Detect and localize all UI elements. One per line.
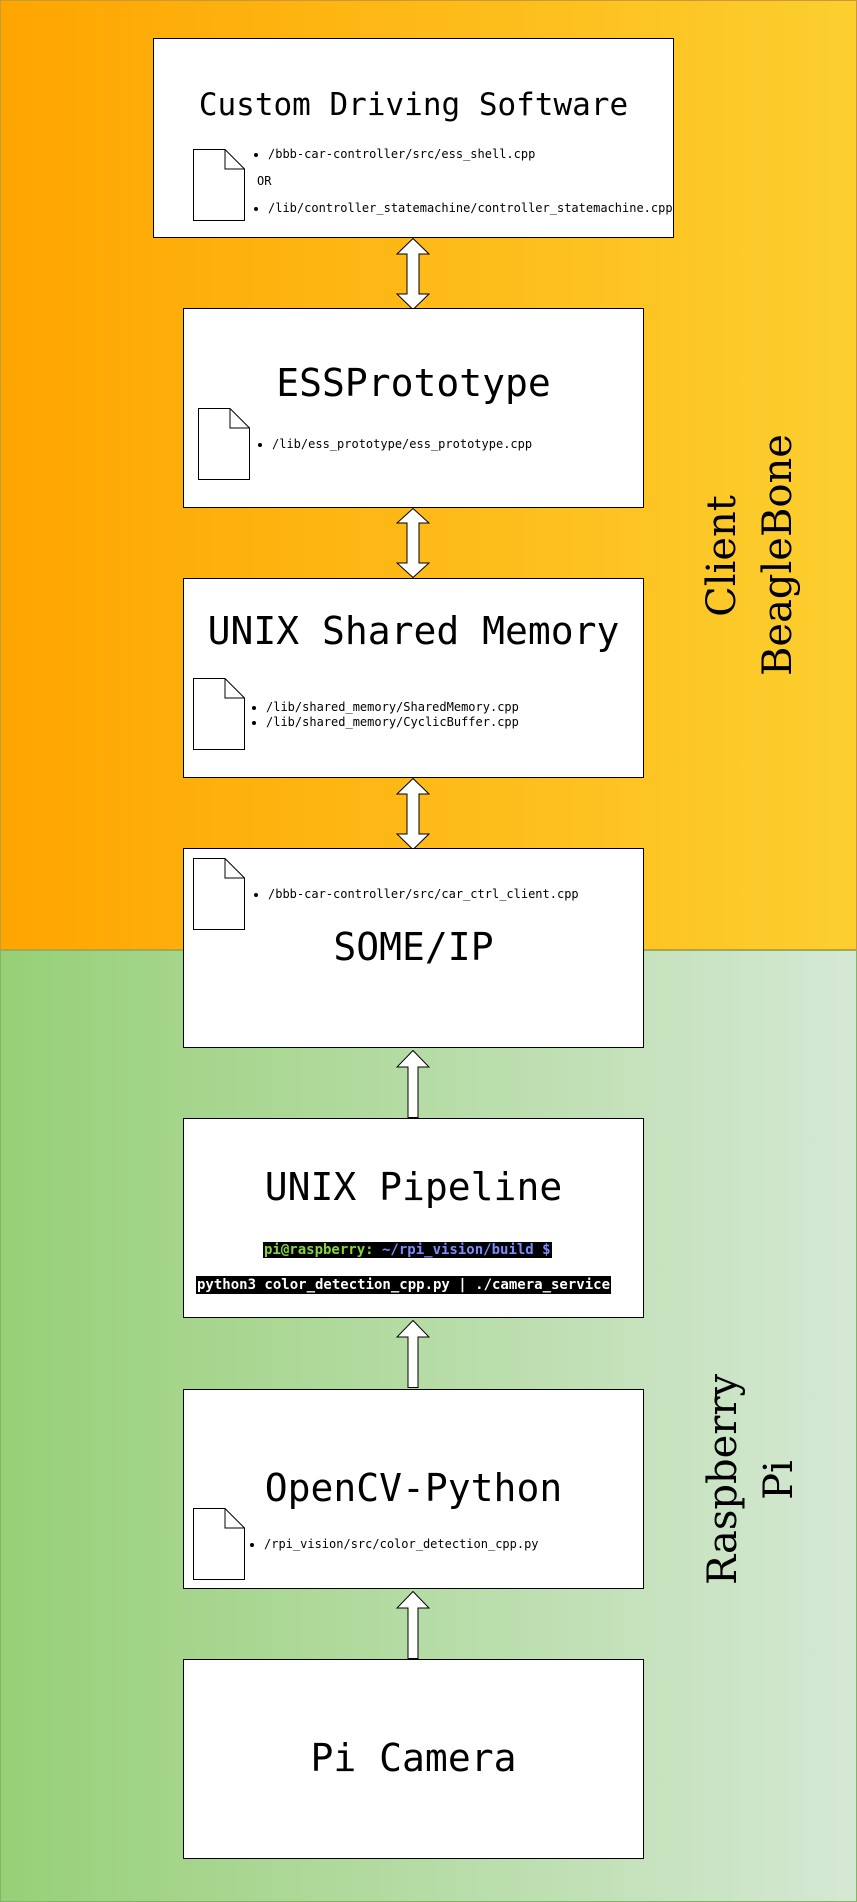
essprototype-box: ESSPrototype /lib/ess_prototype/ess_prot… — [183, 308, 644, 508]
file-path: /lib/ess_prototype/ess_prototype.cpp — [272, 437, 532, 452]
prompt-user: pi@raspberry: — [264, 1242, 374, 1258]
file-path: /bbb-car-controller/src/ess_shell.cpp — [268, 147, 535, 162]
up-arrow-icon — [396, 1320, 430, 1388]
file-icon — [193, 678, 245, 750]
client-beaglebone-label: Client BeagleBone — [699, 434, 801, 676]
file-icon — [193, 1508, 245, 1580]
up-arrow-icon — [396, 1050, 430, 1118]
shell-prompt: pi@raspberry: ~/rpi_vision/build $ — [263, 1242, 552, 1258]
double-arrow-icon — [396, 508, 430, 578]
up-arrow-icon — [396, 1591, 430, 1659]
file-path: /lib/shared_memory/CyclicBuffer.cpp — [266, 715, 519, 730]
some-ip-title: SOME/IP — [333, 925, 494, 969]
unix-shared-memory-title: UNIX Shared Memory — [207, 609, 620, 653]
opencv-python-box: OpenCV-Python /rpi_vision/src/color_dete… — [183, 1389, 644, 1589]
file-icon — [193, 149, 245, 221]
file-path: /lib/controller_statemachine/controller_… — [268, 201, 673, 216]
custom-driving-software-box: Custom Driving Software /bbb-car-control… — [153, 38, 674, 238]
prompt-path: ~/rpi_vision/build $ — [373, 1242, 551, 1258]
file-path: /lib/shared_memory/SharedMemory.cpp — [266, 700, 519, 715]
essprototype-title: ESSPrototype — [276, 361, 551, 405]
or-label: OR — [257, 174, 272, 188]
double-arrow-icon — [396, 778, 430, 850]
raspberry-pi-label: Raspberry Pi — [700, 1373, 802, 1585]
file-path: /bbb-car-controller/src/car_ctrl_client.… — [268, 887, 579, 902]
unix-shared-memory-box: UNIX Shared Memory /lib/shared_memory/Sh… — [183, 578, 644, 778]
pi-camera-box: Pi Camera — [183, 1659, 644, 1859]
shell-command: python3 color_detection_cpp.py | ./camer… — [196, 1276, 612, 1294]
unix-pipeline-box: UNIX Pipeline pi@raspberry: ~/rpi_vision… — [183, 1118, 644, 1318]
custom-driving-software-title: Custom Driving Software — [198, 87, 629, 123]
unix-pipeline-title: UNIX Pipeline — [264, 1165, 563, 1209]
pi-camera-title: Pi Camera — [310, 1736, 517, 1780]
opencv-python-title: OpenCV-Python — [264, 1466, 563, 1510]
some-ip-box: /bbb-car-controller/src/car_ctrl_client.… — [183, 848, 644, 1048]
file-icon — [198, 408, 250, 480]
double-arrow-icon — [396, 238, 430, 310]
file-icon — [193, 858, 245, 930]
file-path: /rpi_vision/src/color_detection_cpp.py — [264, 1537, 539, 1552]
